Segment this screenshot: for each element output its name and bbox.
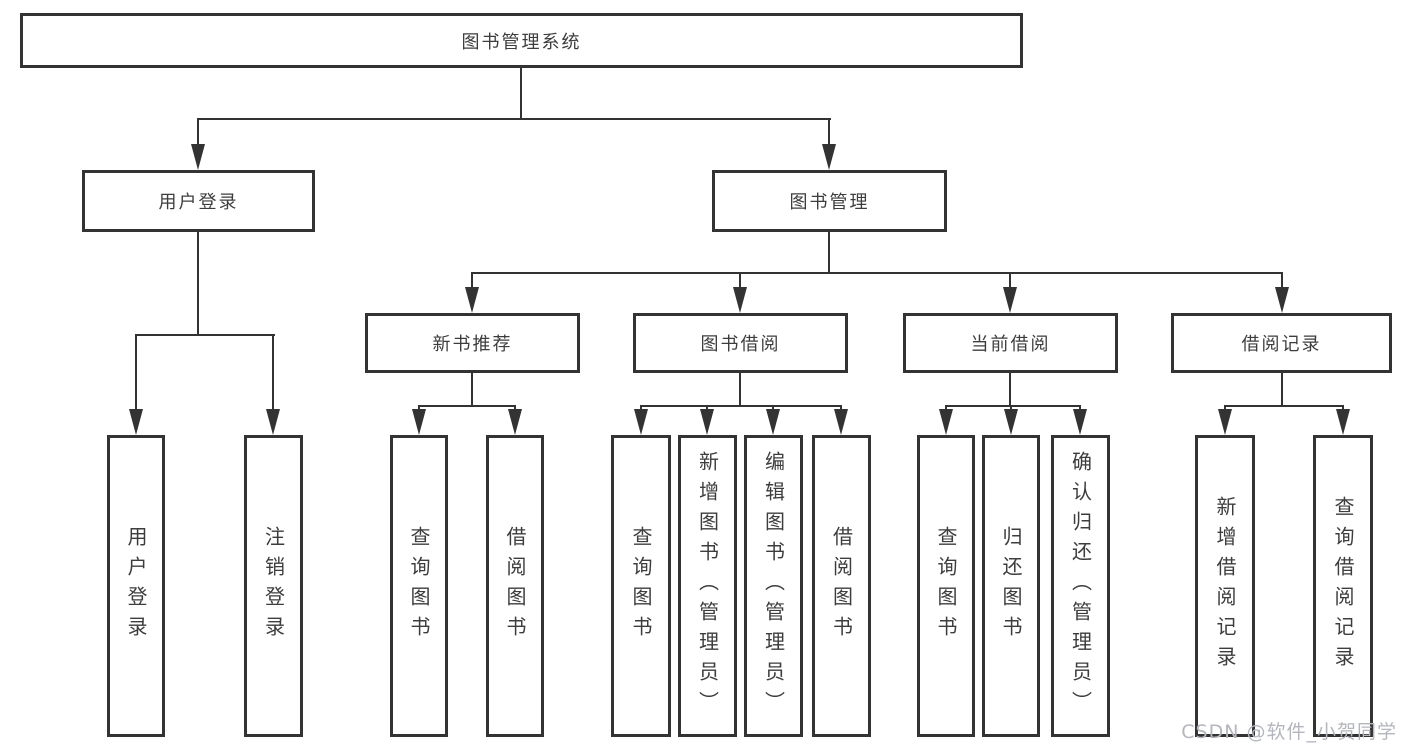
connector-root-horizontal [197, 118, 831, 120]
arrow-down-icon [191, 144, 205, 170]
arrow-down-icon [266, 409, 280, 435]
leaf-add-books-admin: 新增图书（管理员） [678, 435, 737, 737]
connector-newbook-horizontal [418, 405, 516, 407]
connector-stub [1281, 272, 1283, 290]
connector-stub [272, 334, 274, 412]
connector-userlogin-vertical [197, 232, 199, 336]
connector-stub [1009, 272, 1011, 290]
arrow-down-icon [700, 409, 714, 435]
node-label: 新书推荐 [432, 334, 513, 355]
leaf-label: 用户登录 [124, 526, 148, 646]
node-new-book-recommend: 新书推荐 [365, 313, 580, 373]
arrow-down-icon [1336, 409, 1350, 435]
node-label: 借阅记录 [1241, 334, 1322, 355]
connector-root-vertical [520, 68, 522, 120]
leaf-add-borrow-record: 新增借阅记录 [1195, 435, 1255, 737]
connector-stub [471, 272, 473, 290]
connector-stub [135, 334, 137, 412]
leaf-query-books-current: 查询图书 [917, 435, 975, 737]
connector-stub [828, 118, 830, 148]
leaf-label: 查询图书 [934, 526, 958, 646]
leaf-label: 查询借阅记录 [1331, 496, 1355, 676]
connector-stub [739, 272, 741, 290]
node-label: 当前借阅 [970, 334, 1051, 355]
leaf-edit-books-admin: 编辑图书（管理员） [744, 435, 803, 737]
connector-borrow-vertical [739, 373, 741, 407]
arrow-down-icon [834, 409, 848, 435]
arrow-down-icon [508, 409, 522, 435]
connector-stub [197, 118, 199, 148]
leaf-confirm-return-admin: 确认归还（管理员） [1051, 435, 1110, 737]
connector-userlogin-horizontal [135, 334, 275, 336]
connector-current-horizontal [945, 405, 1081, 407]
arrow-down-icon [1218, 409, 1232, 435]
leaf-user-login: 用户登录 [107, 435, 165, 737]
arrow-down-icon [822, 144, 836, 170]
leaf-label: 借阅图书 [503, 526, 527, 646]
node-borrow-records: 借阅记录 [1171, 313, 1392, 373]
node-label: 图书管理系统 [461, 31, 582, 53]
connector-bookmgmt-horizontal [471, 272, 1283, 274]
node-book-management: 图书管理 [712, 170, 947, 232]
node-label: 图书管理 [789, 192, 870, 213]
arrow-down-icon [634, 409, 648, 435]
leaf-query-borrow-record: 查询借阅记录 [1313, 435, 1373, 737]
leaf-label: 查询图书 [629, 526, 653, 646]
leaf-label: 借阅图书 [829, 526, 854, 646]
arrow-down-icon [733, 287, 747, 313]
node-label: 用户登录 [158, 192, 239, 213]
arrow-down-icon [1073, 409, 1087, 435]
arrow-down-icon [1275, 287, 1289, 313]
leaf-query-books-borrow: 查询图书 [611, 435, 671, 737]
connector-records-horizontal [1224, 405, 1344, 407]
leaf-label: 编辑图书（管理员） [761, 451, 786, 721]
arrow-down-icon [1003, 287, 1017, 313]
arrow-down-icon [465, 287, 479, 313]
node-current-borrow: 当前借阅 [903, 313, 1118, 373]
leaf-label: 归还图书 [999, 526, 1023, 646]
connector-bookmgmt-vertical [828, 232, 830, 274]
leaf-label: 查询图书 [407, 526, 431, 646]
arrow-down-icon [129, 409, 143, 435]
leaf-return-books: 归还图书 [982, 435, 1040, 737]
arrow-down-icon [939, 409, 953, 435]
connector-borrow-horizontal [640, 405, 842, 407]
leaf-label: 确认归还（管理员） [1068, 451, 1093, 721]
leaf-label: 新增借阅记录 [1213, 496, 1237, 676]
node-label: 图书借阅 [700, 334, 781, 355]
arrow-down-icon [766, 409, 780, 435]
connector-current-vertical [1009, 373, 1011, 407]
connector-records-vertical [1281, 373, 1283, 407]
leaf-borrow-books-borrow: 借阅图书 [812, 435, 871, 737]
node-book-borrow: 图书借阅 [633, 313, 848, 373]
leaf-query-books-newbook: 查询图书 [390, 435, 448, 737]
node-library-management-system: 图书管理系统 [20, 13, 1023, 68]
leaf-label: 新增图书（管理员） [695, 451, 720, 721]
csdn-watermark: CSDN @软件_小贺同学 [1181, 721, 1397, 743]
leaf-label: 注销登录 [261, 526, 286, 646]
arrow-down-icon [412, 409, 426, 435]
leaf-logout-login: 注销登录 [244, 435, 303, 737]
connector-newbook-vertical [471, 373, 473, 407]
leaf-borrow-books-newbook: 借阅图书 [486, 435, 544, 737]
node-user-login: 用户登录 [82, 170, 315, 232]
arrow-down-icon [1004, 409, 1018, 435]
